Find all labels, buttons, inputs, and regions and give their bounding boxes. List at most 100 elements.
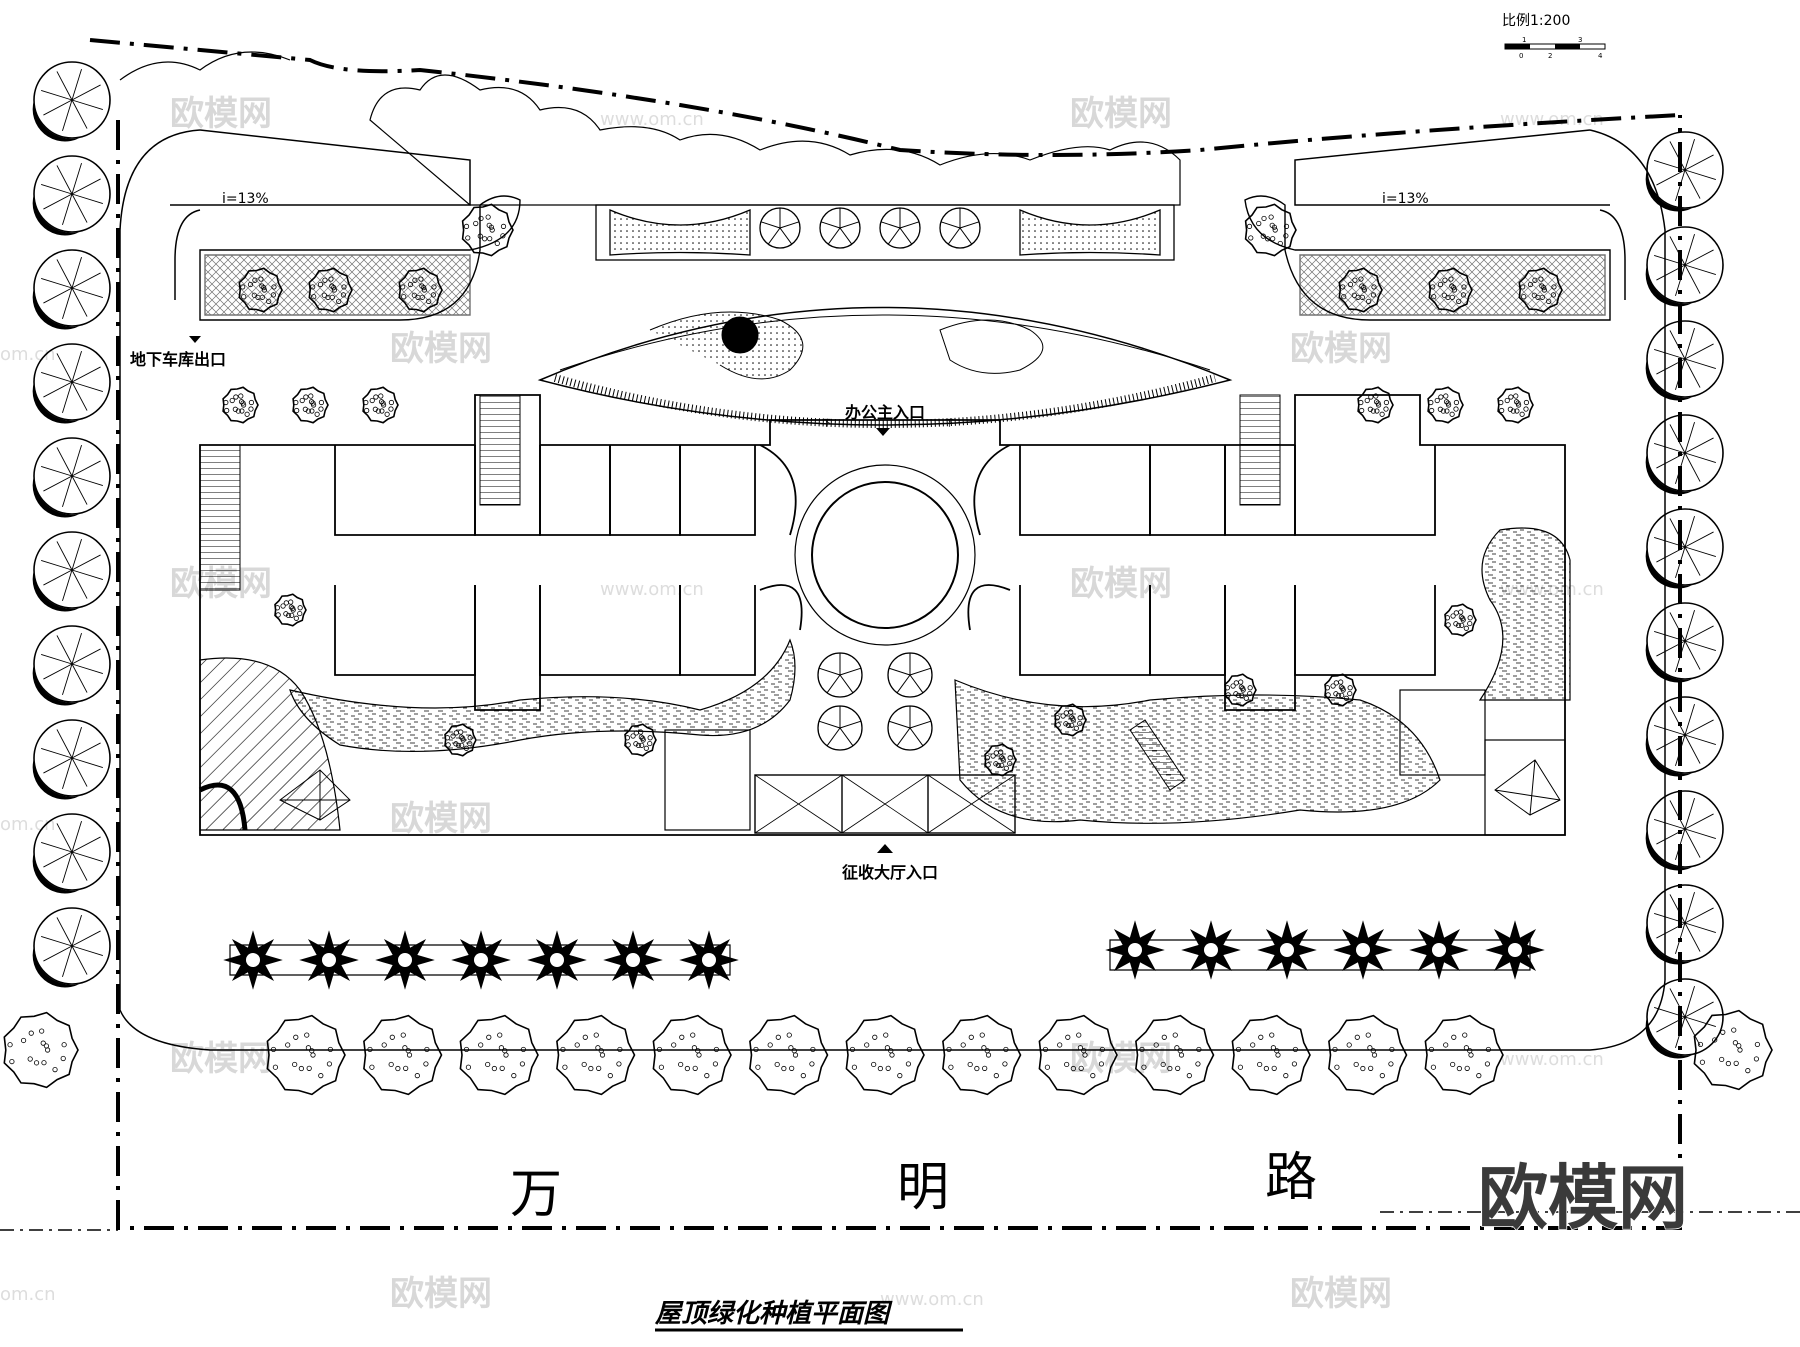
office-entrance-label: 办公主入口	[845, 403, 925, 422]
palm-tree	[1181, 920, 1241, 980]
street-tree	[32, 719, 111, 800]
street-tree	[32, 813, 111, 894]
scale-tick: 0	[1519, 52, 1523, 60]
watermark-brand: 欧模网	[1290, 329, 1392, 369]
watermark-url: www.om.cn	[600, 109, 704, 130]
parapet-shrub	[292, 386, 329, 424]
planter-tree	[939, 207, 981, 249]
flowering-tree	[363, 1014, 443, 1096]
street-tree	[32, 531, 111, 612]
court-tree	[887, 652, 933, 698]
watermark-brand: 欧模网	[170, 94, 272, 134]
ramp-shrub	[1518, 267, 1563, 313]
parapet-shrub	[222, 386, 259, 424]
flowering-tree	[942, 1014, 1022, 1096]
courtyard-shrub	[1224, 673, 1257, 707]
parapet-shrub	[1497, 386, 1534, 424]
street-tree	[1645, 414, 1724, 495]
street-tree	[1645, 508, 1724, 589]
flowering-tree	[1038, 1014, 1118, 1096]
right-ramp-planter	[1244, 195, 1611, 321]
flowering-tree	[1231, 1014, 1311, 1096]
courtyard-shrub	[444, 723, 477, 757]
street-tree	[1645, 602, 1724, 683]
inner-driveway	[119, 129, 1666, 1051]
planter-tree	[759, 207, 801, 249]
street-tree	[32, 155, 111, 236]
watermark-url: om.cn	[0, 344, 56, 365]
watermark-url: www.om.cn	[880, 1289, 984, 1310]
watermark-brand: 欧模网	[390, 799, 492, 839]
street-tree	[32, 61, 111, 142]
watermark-url: www.om.cn	[1500, 109, 1604, 130]
road-name-char: 明	[897, 1158, 949, 1218]
watermark-brand: 欧模网	[1070, 1039, 1172, 1079]
palm-tree	[1333, 920, 1393, 980]
watermark-brand: 欧模网	[1070, 564, 1172, 604]
parapet-shrub	[1357, 386, 1394, 424]
palm-tree	[1485, 920, 1545, 980]
garage-exit-label: 地下车库出口	[130, 350, 226, 369]
slope-label-right: i=13%	[1382, 191, 1429, 207]
parapet-shrub	[362, 386, 399, 424]
flowering-tree	[459, 1014, 539, 1096]
scale-tick: 4	[1598, 52, 1603, 60]
scale-bar: 比例1:200 1 3 0 2 4	[1502, 13, 1606, 60]
garage-exit: 地下车库出口	[130, 336, 226, 369]
palm-tree	[1257, 920, 1317, 980]
street-tree	[1645, 320, 1724, 401]
stair-down-label: 下	[945, 419, 954, 429]
flowering-tree	[845, 1014, 925, 1096]
scale-label: 比例1:200	[1502, 13, 1570, 29]
hall-entrance: 征收大厅入口	[842, 844, 938, 882]
slope-label-left: i=13%	[222, 191, 269, 207]
watermark-brand: 欧模网	[390, 1274, 492, 1314]
stair-down-label: 下	[822, 419, 831, 429]
flowering-tree	[749, 1014, 829, 1096]
courtyard-shrub	[624, 723, 657, 757]
hall-entrance-label: 征收大厅入口	[842, 863, 938, 882]
street-tree	[1645, 131, 1724, 212]
flowering-tree	[1135, 1014, 1215, 1096]
flowering-tree	[266, 1014, 346, 1096]
street-tree	[1645, 696, 1724, 777]
courtyard-shrub	[984, 743, 1017, 777]
flowering-tree	[1424, 1014, 1504, 1096]
watermark-url: om.cn	[0, 814, 56, 835]
watermark-brand: 欧模网	[390, 329, 492, 369]
ramp-shrub	[1428, 267, 1473, 313]
courtyard-shrub	[1324, 673, 1357, 707]
north-shrub-belt	[119, 51, 1181, 206]
stairs-left	[199, 394, 521, 591]
corner-shrub	[1244, 203, 1297, 257]
ramp-shrub	[238, 267, 283, 313]
left-courtyard-garden	[198, 638, 796, 831]
flowering-tree	[1693, 1009, 1773, 1091]
court-tree	[887, 705, 933, 751]
courtyard-shrub	[274, 593, 307, 627]
street-tree	[1645, 884, 1724, 965]
ramp-shrub	[398, 267, 443, 313]
flowering-tree	[556, 1014, 636, 1096]
watermark-url: www.om.cn	[1500, 1049, 1604, 1070]
palm-tree	[603, 930, 663, 990]
courtyard-shrub	[1444, 603, 1477, 637]
palm-tree	[527, 930, 587, 990]
street-tree	[32, 343, 111, 424]
drawing-title: 屋顶绿化种植平面图	[654, 1299, 963, 1332]
watermark-brand: 欧模网	[1290, 1274, 1392, 1314]
court-tree	[817, 652, 863, 698]
drawing-title-text: 屋顶绿化种植平面图	[654, 1299, 893, 1329]
street-tree	[1645, 226, 1724, 307]
planter-tree	[879, 207, 921, 249]
road-name-char: 路	[1265, 1148, 1317, 1208]
watermark-brand: 欧模网	[170, 1039, 272, 1079]
street-tree	[32, 249, 111, 330]
site-boundary	[0, 38, 1800, 1231]
watermark-brand: 欧模网	[1070, 94, 1172, 134]
palm-tree	[679, 930, 739, 990]
flowering-tree	[652, 1014, 732, 1096]
street-tree	[1645, 790, 1724, 871]
brand-watermark-large: 欧模网	[1478, 1157, 1688, 1239]
right-courtyard-garden	[954, 527, 1571, 836]
